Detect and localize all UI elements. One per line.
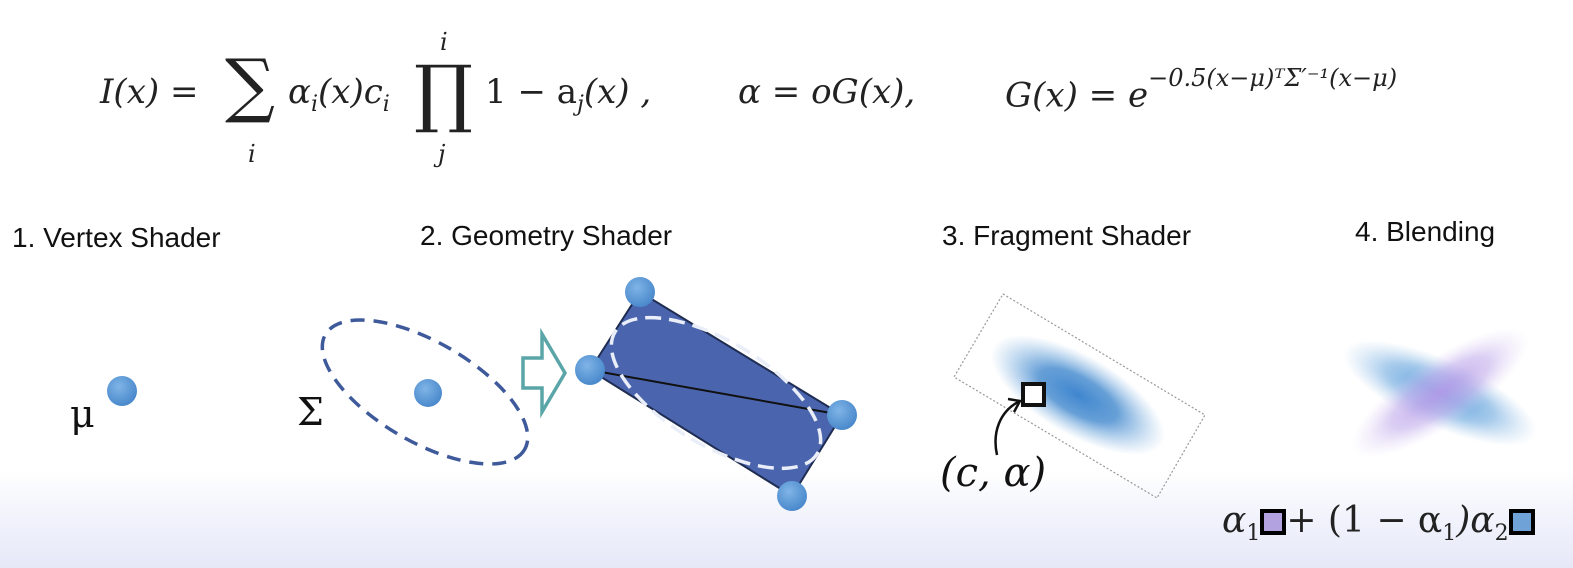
stage-title-vertex: 1. Vertex Shader — [12, 222, 221, 253]
stage-title-fragment: 3. Fragment Shader — [942, 220, 1192, 251]
vertex-point — [107, 376, 137, 406]
quad-vertex-bottom — [777, 481, 807, 511]
blend-gaussian-purple — [1350, 327, 1530, 459]
render-equation-term: αi(x)ci — [288, 72, 390, 117]
prod-lower-index: j — [438, 140, 446, 168]
quad-vertex-left — [575, 355, 605, 385]
geometry-center-point — [414, 379, 442, 407]
render-equation-tail: 1 − aj(x) , — [485, 72, 652, 117]
gaussian-equation: G(x) = e−0.5(x−μ)ᵀΣ′⁻¹(x−μ) — [1005, 64, 1398, 116]
fragment-output-label: (c, α) — [940, 450, 1047, 496]
sigma-symbol: Σ — [297, 390, 324, 434]
sum-symbol: ∑ — [225, 44, 275, 126]
render-equation-lhs: I(x) = — [100, 72, 199, 112]
blue-color-swatch — [1508, 509, 1535, 535]
purple-color-swatch — [1260, 509, 1287, 535]
covariance-ellipse — [320, 318, 530, 466]
curved-arrow-icon — [994, 400, 1019, 456]
quad-inner-ellipse — [609, 315, 823, 471]
quad-diagonal — [589, 369, 843, 416]
alpha-equation: α = oG(x), — [738, 72, 916, 112]
fragment-pixel — [1021, 382, 1046, 407]
hollow-right-arrow-icon — [521, 327, 568, 419]
render-equation: I(x) = — [100, 72, 198, 112]
fragment-bounding-box — [953, 293, 1206, 499]
stage-title-geometry: 2. Geometry Shader — [420, 220, 673, 251]
quad-vertex-top — [625, 277, 655, 307]
fragment-gaussian — [990, 334, 1166, 456]
stage-title-blending: 4. Blending — [1355, 216, 1496, 247]
quad-vertex-right — [827, 400, 857, 430]
blend-equation: α1+ (1 − α1)α2 — [1222, 500, 1535, 546]
product-symbol: ∏ — [414, 50, 473, 136]
gaussian-exponent: −0.5(x−μ)ᵀΣ′⁻¹(x−μ) — [1148, 64, 1398, 92]
curved-arrow-head — [1007, 397, 1022, 413]
prod-upper-index: i — [440, 28, 448, 56]
sum-index: i — [248, 140, 256, 168]
mu-symbol: μ — [70, 392, 95, 436]
